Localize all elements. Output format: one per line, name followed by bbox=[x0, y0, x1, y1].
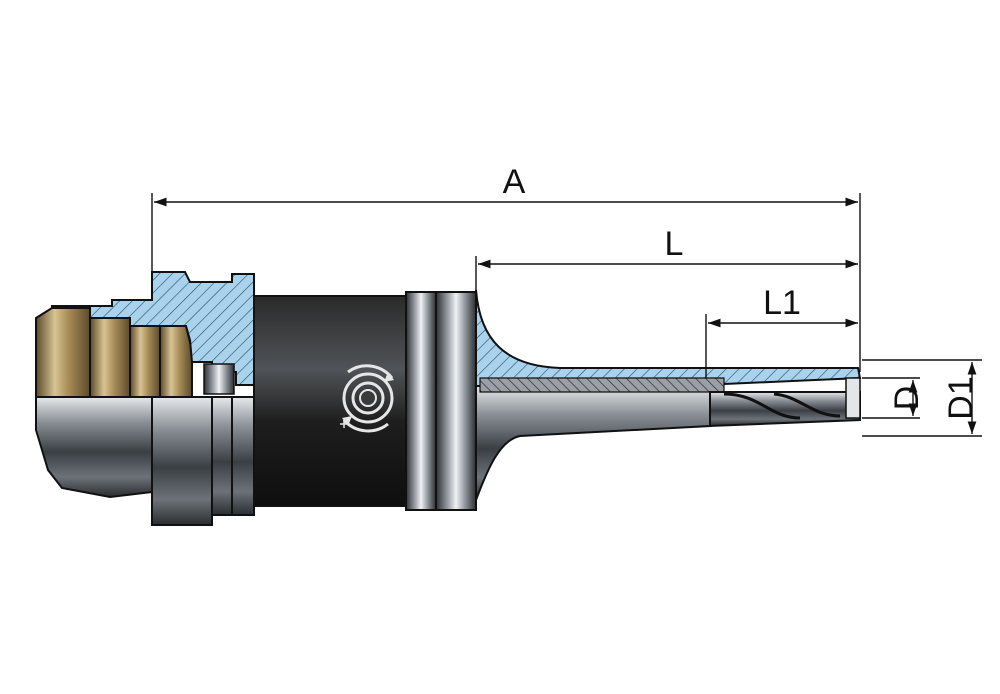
shank-section-hatched bbox=[51, 271, 255, 386]
clamping-segment-2 bbox=[129, 325, 161, 398]
drill-flute-1 bbox=[723, 392, 801, 420]
extension-taper bbox=[475, 289, 862, 501]
drill-flute-2 bbox=[773, 392, 841, 418]
flange-lower bbox=[151, 396, 213, 526]
extension-upper-section bbox=[475, 289, 862, 388]
dimension-a-label: A bbox=[503, 163, 526, 201]
drill-tip bbox=[845, 377, 861, 419]
dimension-d-label: D bbox=[888, 386, 926, 411]
collar-ring-2 bbox=[435, 291, 477, 511]
flange-ring-lower bbox=[231, 396, 255, 516]
dimensions bbox=[151, 193, 982, 437]
drill-shank bbox=[709, 391, 861, 428]
hsk-shank-lower bbox=[35, 396, 153, 499]
dimension-d1-label: D1 bbox=[942, 376, 980, 419]
extension-lower-outside bbox=[475, 385, 711, 501]
flange-groove-lower bbox=[211, 396, 233, 516]
inner-sleeve-section bbox=[479, 377, 725, 393]
collar-ring-1 bbox=[405, 291, 437, 511]
holder-main-body bbox=[253, 291, 477, 511]
clamping-unit-brass bbox=[35, 307, 91, 398]
holder-upper-section bbox=[35, 271, 255, 398]
clamping-segment-3 bbox=[159, 325, 193, 398]
rotation-direction-icon bbox=[340, 364, 394, 433]
holder-lower-outside-view bbox=[35, 396, 255, 526]
clamping-segment-1 bbox=[89, 317, 131, 398]
dimension-l-label: L bbox=[665, 225, 684, 263]
drawbar-groove bbox=[203, 363, 235, 395]
dimension-l1-label: L1 bbox=[763, 284, 801, 322]
